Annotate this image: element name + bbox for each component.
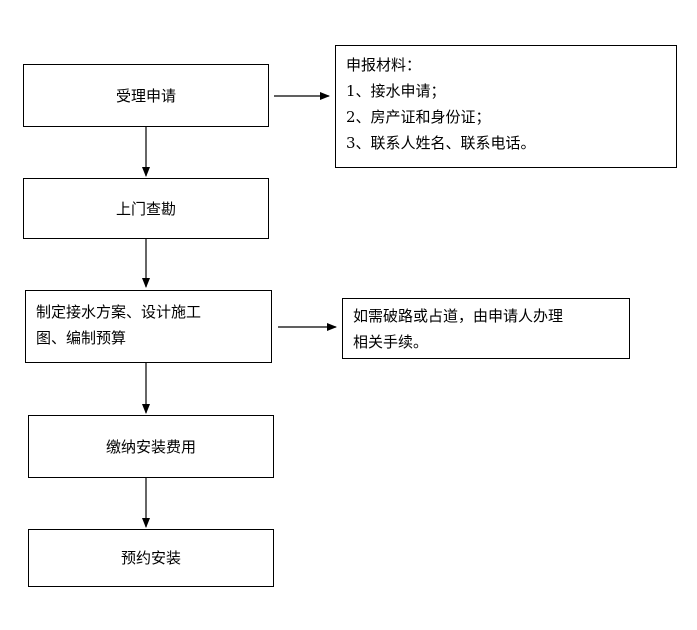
materials-note: 申报材料： 1、接水申请； 2、房产证和身份证； 3、联系人姓名、联系电话。	[335, 45, 677, 168]
step-accept-application: 受理申请	[23, 64, 269, 127]
road-permit-note-line-1: 如需破路或占道，由申请人办理	[353, 307, 564, 325]
step-book-installation: 预约安装	[28, 529, 274, 587]
materials-note-title: 申报材料：	[346, 56, 422, 74]
materials-note-item-1: 1、接水申请；	[346, 82, 446, 100]
step-plan-design-budget-line-1: 制定接水方案、设计施工	[36, 303, 202, 321]
step-accept-application-label: 受理申请	[115, 86, 176, 105]
step-pay-installation-fee: 缴纳安装费用	[28, 415, 274, 478]
step-book-installation-label: 预约安装	[120, 549, 181, 567]
step-site-survey-label: 上门查勘	[115, 199, 176, 218]
materials-note-item-2: 2、房产证和身份证；	[346, 108, 491, 126]
road-permit-note-line-2: 相关手续。	[353, 333, 429, 351]
materials-note-item-3: 3、联系人姓名、联系电话。	[346, 134, 536, 152]
step-pay-installation-fee-label: 缴纳安装费用	[105, 437, 196, 456]
step-site-survey: 上门查勘	[23, 178, 269, 239]
step-plan-design-budget-line-2: 图、编制预算	[36, 329, 127, 347]
road-permit-note: 如需破路或占道，由申请人办理 相关手续。	[342, 298, 630, 359]
step-plan-design-budget: 制定接水方案、设计施工 图、编制预算	[25, 290, 272, 363]
